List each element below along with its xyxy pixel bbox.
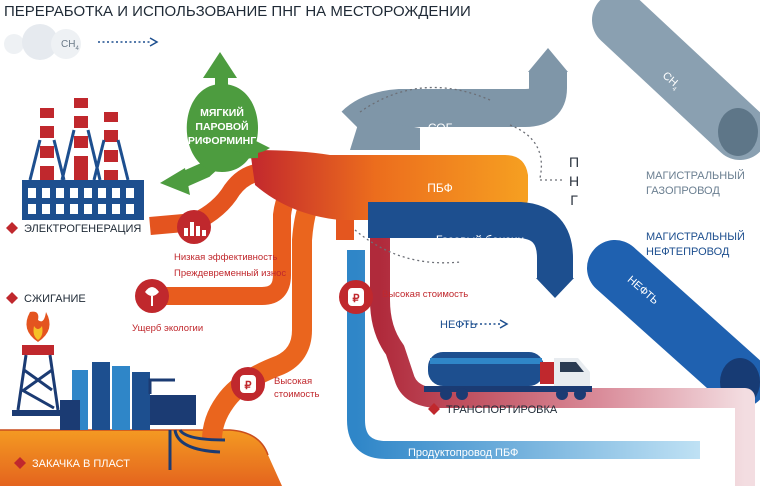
product-pipeline-stream <box>347 250 700 459</box>
ecology-badge <box>135 279 169 313</box>
cost-badge-1: ₽ <box>231 367 265 401</box>
sog-label: СОГ <box>428 121 453 135</box>
steam-reforming-arrow-down <box>160 168 190 195</box>
oil-pipeline-label-2: НЕФТЕПРОВОД <box>646 246 730 258</box>
power-diamond <box>6 222 18 234</box>
png-dotted-arc-right <box>509 124 542 179</box>
high-cost-note-2: Высокая стоимость <box>382 289 468 300</box>
flaring-label: СЖИГАНИЕ <box>24 293 86 305</box>
sog-stream <box>341 72 567 140</box>
png-dotted-arc-left <box>354 229 461 264</box>
gas-pipeline-label-2: ГАЗОПРОВОД <box>646 185 720 197</box>
ch4-dotted-arrowhead <box>149 37 159 47</box>
gas-pipeline-pipe <box>592 0 760 160</box>
png-letter-1: П <box>569 154 579 170</box>
transport-label: ТРАНСПОРТИРОВКА <box>446 404 558 416</box>
ground-layer <box>0 430 282 486</box>
power-plant-icon <box>22 98 144 220</box>
premature-wear-note: Преждевременный износ <box>174 268 286 279</box>
tanker-truck-icon <box>424 352 592 400</box>
steam-reforming-stem <box>215 78 228 90</box>
gasoline-label: Газовый бензин <box>436 233 524 247</box>
gasoline-arrow <box>536 278 574 298</box>
pbf-label: ПБФ <box>427 181 453 195</box>
steam-reforming-bubble-tail <box>232 138 270 154</box>
injection-label: ЗАКАЧКА В ПЛАСТ <box>32 458 130 470</box>
power-plant-badge <box>177 210 211 244</box>
oil-stream-label: НЕФТЬ <box>440 319 477 331</box>
high-cost-note-1-line-1: Высокая <box>274 376 312 387</box>
gas-pipeline-pipe-end <box>718 108 758 156</box>
flare-icon <box>12 311 64 416</box>
steam-reforming-arrow-up <box>203 52 237 78</box>
injection-wells <box>168 429 226 470</box>
gas-pipeline-label-1: МАГИСТРАЛЬНЫЙ <box>646 169 745 182</box>
sog-stream-lower <box>350 118 420 150</box>
transport-diamond <box>428 403 440 415</box>
ch4-cloud <box>4 24 81 60</box>
oil-pipeline-pipe <box>587 240 760 408</box>
cost-badge-2: ₽ <box>339 280 373 314</box>
transport-stream <box>370 200 755 486</box>
injection-stream <box>202 178 328 441</box>
injection-plant-icon <box>60 362 196 430</box>
svg-text:₽: ₽ <box>245 380 252 392</box>
steam-reforming-line-3: РИФОРМИНГ <box>188 135 256 147</box>
top-left-ch4-label: CH4 <box>61 39 79 52</box>
oil-pipeline-label-1: МАГИСТРАЛЬНЫЙ <box>646 230 745 243</box>
high-cost-note-1-line-2: стоимость <box>274 389 320 400</box>
sog-arrow <box>528 48 568 72</box>
flaring-diamond <box>6 292 18 304</box>
png-dotted-arc <box>359 86 491 113</box>
product-pipeline-label: Продуктопровод ПБФ <box>408 447 518 459</box>
gasoline-stream <box>368 202 573 278</box>
power-generation-label: ЭЛЕКТРОГЕНЕРАЦИЯ <box>24 223 141 235</box>
oil-dotted-arrowhead <box>499 319 509 329</box>
steam-reforming-line-2: ПАРОВОЙ <box>195 120 248 133</box>
png-letter-2: Н <box>569 173 579 189</box>
png-letter-3: Г <box>570 192 578 208</box>
ground-top-edge <box>0 429 269 456</box>
page-title: ПЕРЕРАБОТКА И ИСПОЛЬЗОВАНИЕ ПНГ НА МЕСТО… <box>4 3 471 20</box>
steam-reforming-line-1: МЯГКИЙ <box>200 106 244 119</box>
injection-diamond <box>14 457 26 469</box>
eco-damage-note: Ущерб экологии <box>132 323 203 334</box>
svg-text:₽: ₽ <box>353 293 360 305</box>
low-efficiency-note: Низкая эффективность <box>174 252 277 263</box>
